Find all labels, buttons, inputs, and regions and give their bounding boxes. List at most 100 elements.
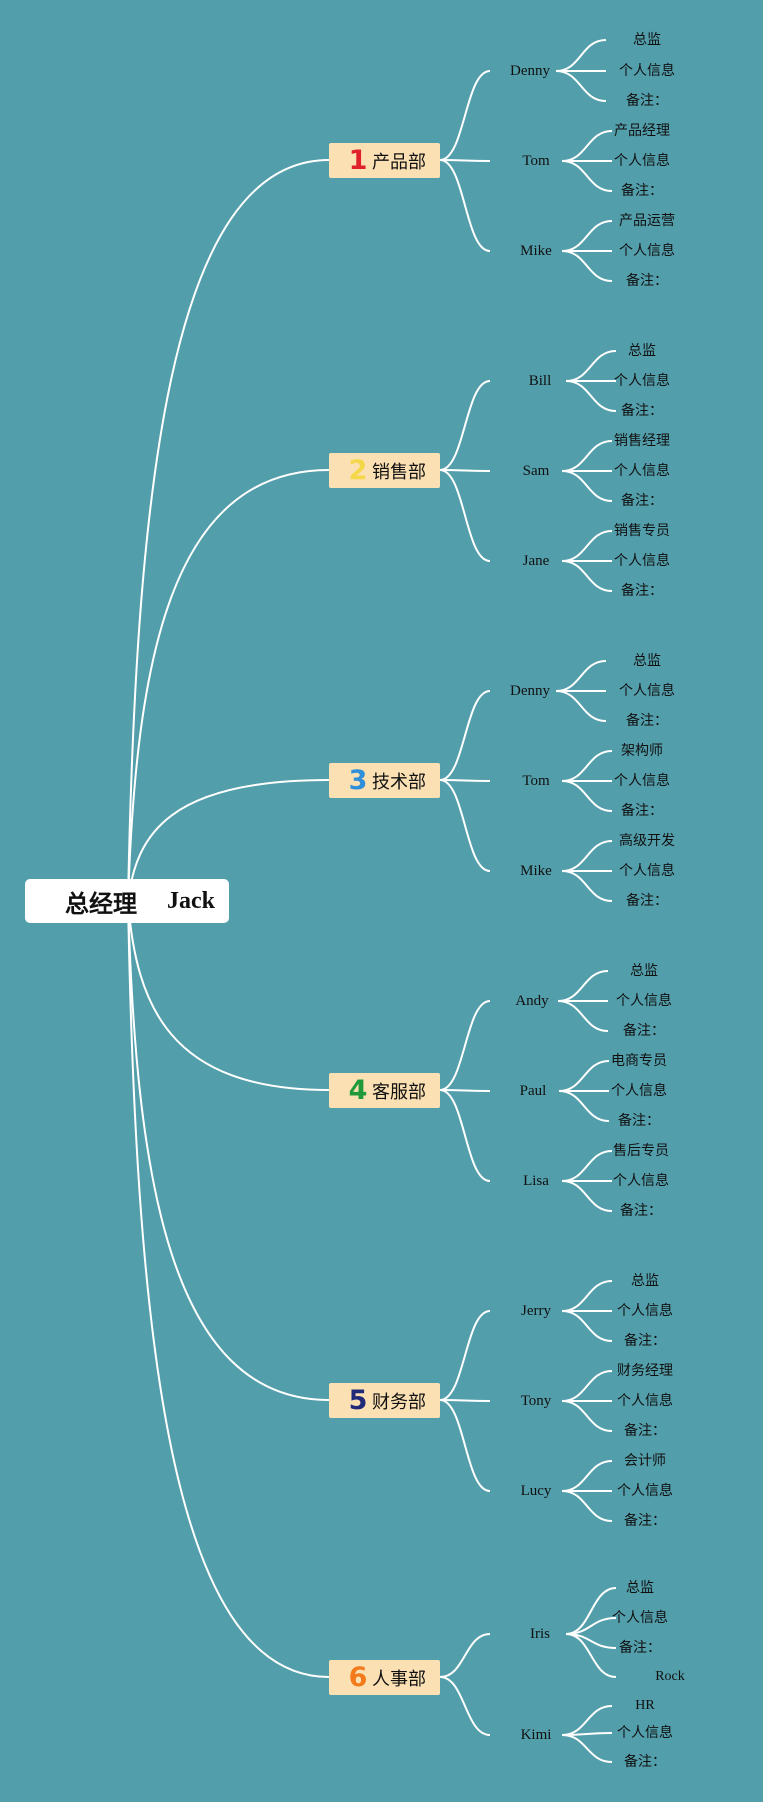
person-name[interactable]: Iris: [530, 1626, 550, 1642]
person-attribute[interactable]: 个人信息: [619, 683, 675, 699]
department-label: 财务部: [372, 1391, 426, 1413]
root-to-dept-link: [127, 900, 330, 1091]
person-attribute[interactable]: 个人信息: [617, 1303, 673, 1319]
person-attribute[interactable]: 个人信息: [616, 993, 672, 1009]
person-name[interactable]: Andy: [515, 993, 549, 1009]
person-attribute[interactable]: 个人信息: [614, 463, 670, 479]
person-to-attr-link: [555, 660, 607, 692]
person-name[interactable]: Tony: [520, 1393, 552, 1409]
person-attribute[interactable]: 个人信息: [614, 153, 670, 169]
person-attribute[interactable]: 备注：: [626, 893, 668, 909]
person-attribute[interactable]: 个人信息: [613, 1173, 669, 1189]
person-attribute[interactable]: 备注：: [619, 1640, 661, 1656]
person-attribute[interactable]: 备注：: [624, 1423, 666, 1439]
person-attribute[interactable]: 总监: [633, 653, 661, 669]
person-attribute[interactable]: 产品经理: [614, 123, 670, 139]
person-attribute[interactable]: 架构师: [621, 743, 663, 759]
person-name[interactable]: Lucy: [520, 1483, 552, 1499]
person-name[interactable]: Tom: [522, 773, 550, 789]
person-attribute[interactable]: 备注：: [626, 273, 668, 289]
dept-to-person-link: [439, 159, 491, 162]
person-name[interactable]: Lisa: [523, 1173, 549, 1189]
person-to-attr-link: [557, 1000, 609, 1032]
person-attribute[interactable]: 销售经理: [614, 433, 670, 449]
root-node[interactable]: 总经理 Jack: [25, 879, 229, 923]
person-attribute[interactable]: 备注：: [620, 1203, 662, 1219]
person-attribute[interactable]: 总监: [631, 1273, 659, 1289]
person-to-attr-link: [557, 970, 609, 1002]
root-name: Jack: [167, 887, 215, 914]
person-attribute[interactable]: 备注：: [624, 1513, 666, 1529]
person-attribute[interactable]: 售后专员: [613, 1143, 669, 1159]
person-attribute[interactable]: 财务经理: [617, 1363, 673, 1379]
dept-to-person-link: [439, 1399, 491, 1492]
person-name[interactable]: Paul: [519, 1083, 547, 1099]
person-attribute[interactable]: 备注：: [621, 493, 663, 509]
person-name[interactable]: Bill: [528, 373, 552, 389]
dept-to-person-link: [439, 1089, 491, 1182]
person-attribute[interactable]: 个人信息: [614, 373, 670, 389]
dept-to-person-link: [439, 1310, 491, 1401]
root-title: 总经理: [65, 889, 137, 918]
person-attribute[interactable]: 个人信息: [617, 1393, 673, 1409]
person-attribute[interactable]: 备注：: [623, 1023, 665, 1039]
person-attribute[interactable]: 备注：: [618, 1113, 660, 1129]
dept-to-person-link: [439, 380, 491, 471]
person-attribute[interactable]: 会计师: [624, 1453, 666, 1469]
person-attribute[interactable]: 个人信息: [619, 863, 675, 879]
person-name[interactable]: Kimi: [520, 1727, 552, 1743]
person-attribute[interactable]: 销售专员: [614, 523, 670, 539]
person-attribute[interactable]: 个人信息: [614, 773, 670, 789]
person-attribute[interactable]: 总监: [626, 1580, 654, 1596]
person-attribute[interactable]: 个人信息: [617, 1725, 673, 1741]
person-attribute[interactable]: 备注：: [626, 93, 668, 109]
person-attribute[interactable]: 备注：: [626, 713, 668, 729]
person-attribute[interactable]: HR: [635, 1698, 655, 1713]
person-attribute[interactable]: 总监: [630, 963, 658, 979]
person-name[interactable]: Tom: [522, 153, 550, 169]
person-attribute[interactable]: 备注：: [621, 403, 663, 419]
person-name[interactable]: Jerry: [521, 1303, 551, 1319]
person-attribute[interactable]: 电商专员: [611, 1053, 667, 1069]
person-to-attr-link: [555, 690, 607, 722]
person-name[interactable]: Sam: [522, 463, 550, 479]
person-name[interactable]: Denny: [510, 683, 550, 699]
person-to-attr-link: [561, 1490, 613, 1522]
person-attribute[interactable]: 个人信息: [612, 1610, 668, 1626]
dept-to-person-link: [439, 469, 491, 472]
person-attribute[interactable]: 备注：: [621, 183, 663, 199]
person-attribute[interactable]: 高级开发: [619, 833, 675, 849]
dept-to-person-link: [439, 469, 491, 562]
person-attribute[interactable]: 个人信息: [619, 243, 675, 259]
dept-to-person-link: [439, 1089, 491, 1092]
person-attribute[interactable]: 个人信息: [619, 63, 675, 79]
person-attribute[interactable]: 总监: [633, 32, 661, 48]
person-to-attr-link: [561, 470, 613, 502]
dept-to-person-link: [439, 779, 491, 872]
person-attribute[interactable]: 产品运营: [619, 213, 675, 229]
person-attribute[interactable]: 个人信息: [614, 553, 670, 569]
person-name[interactable]: Jane: [522, 553, 550, 569]
person-attribute[interactable]: Rock: [655, 1669, 685, 1684]
person-name[interactable]: Mike: [520, 243, 552, 259]
person-attribute[interactable]: 个人信息: [611, 1083, 667, 1099]
person-attribute[interactable]: 总监: [628, 343, 656, 359]
dept-to-person-link: [439, 159, 491, 252]
person-to-attr-link: [558, 1090, 610, 1122]
person-attribute[interactable]: 备注：: [621, 803, 663, 819]
person-name[interactable]: Mike: [520, 863, 552, 879]
person-attribute[interactable]: 备注：: [624, 1754, 666, 1770]
person-attribute[interactable]: 个人信息: [617, 1483, 673, 1499]
person-attribute[interactable]: 备注：: [624, 1333, 666, 1349]
person-name[interactable]: Denny: [510, 63, 550, 79]
person-attribute[interactable]: 备注：: [621, 583, 663, 599]
person-to-attr-link: [561, 780, 613, 812]
